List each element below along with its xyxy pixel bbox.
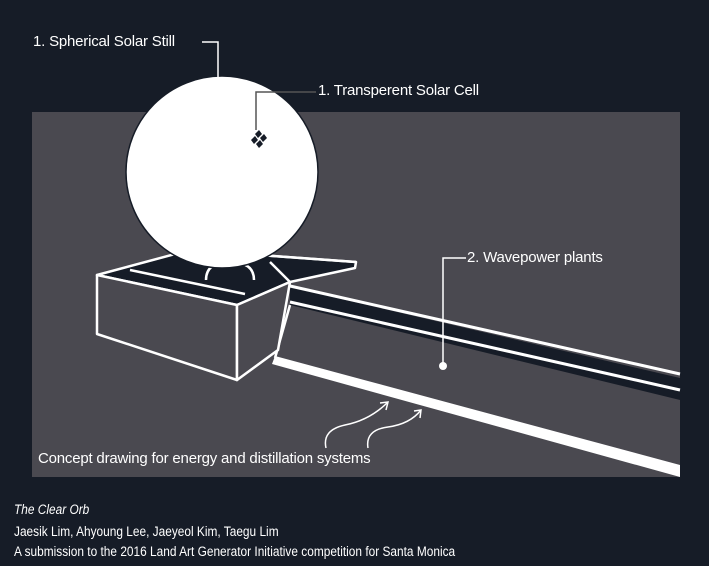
label-concept-drawing: Concept drawing for energy and distillat…: [38, 450, 371, 467]
label-wavepower-plants: 2. Wavepower plants: [467, 249, 603, 266]
wavepower-dot: [439, 362, 447, 370]
solar-cell-icon: [251, 130, 267, 148]
wavepower-channel: [272, 284, 681, 477]
still-leader-line: [202, 41, 219, 78]
spherical-solar-still: [125, 75, 319, 269]
caption-description: A submission to the 2016 Land Art Genera…: [14, 544, 456, 559]
label-transparent-solar-cell: 1. Transperent Solar Cell: [318, 82, 479, 99]
label-spherical-solar-still: 1. Spherical Solar Still: [33, 33, 175, 50]
wavepower-leader-line: [442, 257, 466, 365]
cell-leader-line: [255, 91, 316, 130]
caption-title: The Clear Orb: [14, 502, 90, 517]
wave-arrows: [324, 401, 422, 449]
base-box: [95, 248, 358, 382]
caption-authors: Jaesik Lim, Ahyoung Lee, Jaeyeol Kim, Ta…: [14, 524, 279, 539]
